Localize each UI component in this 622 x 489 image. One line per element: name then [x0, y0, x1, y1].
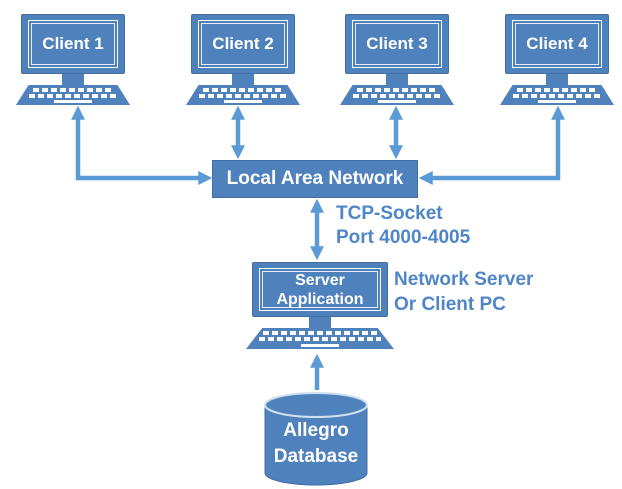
client2-monitor-stand-icon	[232, 74, 254, 86]
client1-keyboard-icon	[16, 85, 130, 105]
client4-monitor-stand-icon	[546, 74, 568, 86]
client3-computer-icon: Client 3	[340, 14, 454, 105]
client1-monitor-stand-icon	[62, 74, 84, 86]
client1-monitor-icon: Client 1	[21, 14, 125, 74]
client3-label: Client 3	[366, 34, 428, 53]
client1-label: Client 1	[42, 34, 104, 53]
keyboard-keys-row	[517, 88, 597, 92]
client4-monitor-icon: Client 4	[505, 14, 609, 74]
client1-screen: Client 1	[28, 20, 118, 68]
server-computer-icon: Server Application	[245, 262, 395, 350]
database-label-line2: Database	[273, 446, 359, 467]
server-role-note: Network Server Or Client PC	[394, 267, 533, 317]
server-screen: Server Application	[259, 268, 381, 311]
server-role-line1: Network Server	[394, 269, 534, 290]
keyboard-keys-row	[513, 94, 601, 98]
client2-computer-icon: Client 2	[186, 14, 300, 105]
client2-label: Client 2	[212, 34, 274, 53]
keyboard-keys-row	[353, 94, 441, 98]
server-screen-line1: Server	[295, 271, 345, 289]
client4-label: Client 4	[526, 34, 588, 53]
keyboard-keys-row	[29, 94, 117, 98]
tcp-socket-note: TCP-Socket Port 4000-4005	[336, 202, 470, 250]
client1-computer-icon: Client 1	[16, 14, 130, 105]
server-keyboard-icon	[246, 328, 394, 349]
client3-monitor-stand-icon	[386, 74, 408, 86]
keyboard-spacebar	[224, 100, 262, 103]
tcp-socket-line2: Port 4000-4005	[336, 227, 471, 248]
keyboard-spacebar	[378, 100, 416, 103]
client2-monitor-icon: Client 2	[191, 14, 295, 74]
keyboard-keys-row	[33, 88, 113, 92]
client4-screen: Client 4	[512, 20, 602, 68]
client4-keyboard-icon	[500, 85, 614, 105]
tcp-socket-line1: TCP-Socket	[336, 203, 443, 224]
keyboard-spacebar	[301, 344, 339, 347]
lan-box: Local Area Network	[212, 160, 418, 198]
arrow-client1-lan	[71, 105, 213, 185]
keyboard-keys-row	[263, 331, 377, 335]
client3-screen: Client 3	[352, 20, 442, 68]
keyboard-keys-row	[357, 88, 437, 92]
keyboard-keys-row	[203, 88, 283, 92]
keyboard-keys-row	[259, 337, 381, 341]
lan-label: Local Area Network	[226, 168, 404, 189]
keyboard-spacebar	[538, 100, 576, 103]
server-monitor-icon: Server Application	[252, 262, 388, 317]
server-role-line2: Or Client PC	[394, 294, 506, 315]
server-monitor-stand-icon	[309, 317, 331, 328]
database-label: Allegro Database	[265, 418, 367, 470]
keyboard-spacebar	[54, 100, 92, 103]
client2-screen: Client 2	[198, 20, 288, 68]
client2-keyboard-icon	[186, 85, 300, 105]
client4-computer-icon: Client 4	[500, 14, 614, 105]
database-cylinder-top	[264, 392, 368, 418]
database-label-line1: Allegro	[283, 420, 349, 441]
server-screen-label: Server Application	[276, 271, 363, 309]
server-screen-line2: Application	[276, 290, 364, 308]
arrow-client4-lan	[418, 105, 565, 185]
client3-keyboard-icon	[340, 85, 454, 105]
keyboard-keys-row	[199, 94, 287, 98]
client3-monitor-icon: Client 3	[345, 14, 449, 74]
